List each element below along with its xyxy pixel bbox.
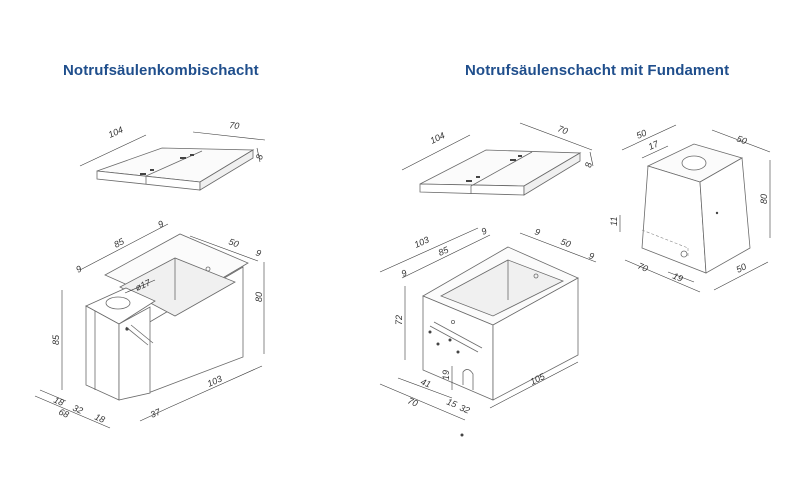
dim-middle-bottom-19: 19	[441, 370, 451, 380]
right-foundation: 50 17 50 80 11 70 19 50	[609, 124, 771, 293]
dim-foundation-top-17: 17	[647, 138, 661, 152]
dim-left-bottom-103: 103	[206, 374, 224, 389]
left-lid-handle-icon	[140, 173, 146, 175]
dim-left-lid-thickness: 8	[254, 154, 265, 161]
dim-left-box-9-top: 9	[156, 219, 165, 230]
dim-middle-box-85: 85	[437, 244, 451, 258]
foundation-hole	[681, 155, 707, 171]
middle-assembly: 104 70 8 103	[379, 122, 597, 437]
dim-left-lid-width: 70	[229, 120, 240, 131]
dim-foundation-top-50a: 50	[635, 128, 648, 141]
dim-left-height-80: 80	[254, 292, 264, 302]
middle-box-side	[492, 277, 579, 401]
dim-left-bottom-68: 68	[57, 407, 70, 420]
foundation-front	[641, 165, 707, 274]
dim-left-bottom-37: 37	[149, 406, 163, 420]
middle-lid-side	[523, 152, 581, 196]
middle-lid-seam	[470, 151, 533, 187]
dim-left-bottom-18b: 18	[93, 412, 106, 425]
dim-middle-bottom-15: 15	[445, 397, 459, 410]
left-assembly: 104 70 8 85 9	[34, 120, 266, 429]
dim-left-bottom-18a: 18	[52, 395, 65, 408]
left-lid-handle-icon-2	[180, 157, 186, 159]
dim-foundation-side-11: 11	[609, 217, 619, 226]
middle-box-opening	[440, 259, 564, 317]
dim-left-lid-length: 104	[107, 125, 125, 140]
left-lid-side	[199, 149, 254, 191]
dim-middle-height-72: 72	[394, 315, 404, 325]
dim-left-box-85: 85	[112, 236, 126, 250]
middle-lid: 104 70 8	[401, 122, 594, 196]
foundation-side	[699, 157, 751, 274]
left-lid: 104 70 8	[79, 120, 266, 191]
dim-left-box-50: 50	[227, 236, 240, 249]
dim-left-box-9-right: 9	[254, 247, 262, 258]
dim-left-column-85: 85	[51, 334, 61, 345]
dim-middle-bottom-70: 70	[406, 396, 419, 409]
dim-middle-box-103: 103	[413, 235, 431, 250]
middle-lid-handle-icon	[466, 180, 472, 182]
dim-middle-box-9-right: 9	[533, 226, 541, 237]
title-notrufsaeulenkombischacht: Notrufsäulenkombischacht	[63, 62, 259, 79]
dim-foundation-base-50: 50	[734, 261, 747, 274]
dim-middle-box-9-top: 9	[480, 226, 489, 237]
dim-middle-box-9-left: 9	[400, 268, 409, 279]
dim-middle-lid-length: 104	[428, 130, 446, 146]
title-notrufsaeulenschacht-mit-fundament: Notrufsäulenschacht mit Fundament	[465, 62, 730, 79]
dim-foundation-base-70: 70	[636, 261, 649, 274]
dim-middle-lid-width: 70	[556, 123, 569, 136]
middle-lid-handle-icon-2	[510, 159, 516, 161]
dim-foundation-top-50b: 50	[735, 133, 748, 146]
left-box: 85 9 50 9 9 80 ø17 85	[51, 219, 265, 401]
dim-foundation-base-19: 19	[671, 271, 684, 284]
middle-box-notch	[462, 369, 474, 390]
left-column-hole	[105, 296, 131, 310]
dim-middle-bottom-32: 32	[458, 403, 471, 416]
dim-middle-bottom-41: 41	[419, 377, 432, 390]
dim-middle-box-9-side: 9	[587, 250, 595, 261]
dim-foundation-height-80: 80	[759, 194, 769, 204]
dim-left-box-9-left: 9	[74, 264, 83, 275]
dim-middle-box-50: 50	[559, 236, 572, 249]
dim-left-bottom-32: 32	[71, 403, 84, 416]
dim-middle-lid-thickness: 8	[583, 162, 594, 169]
left-bottom-dims: 18 32 18 68 37 103	[34, 365, 263, 429]
middle-box: 103 85 9 9 50 9 9 72	[379, 226, 597, 401]
